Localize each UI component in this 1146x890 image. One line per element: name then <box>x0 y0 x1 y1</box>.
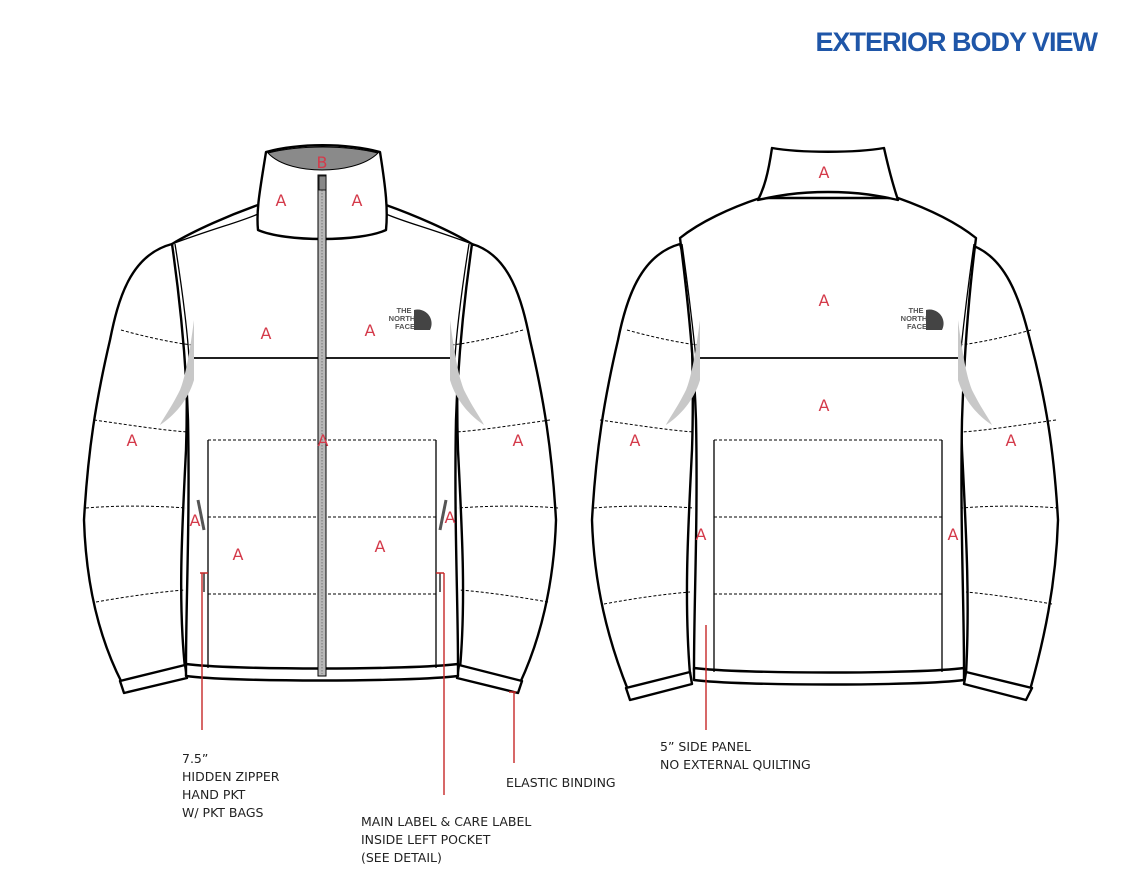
page-title: EXTERIOR BODY VIEW <box>815 27 1098 57</box>
leader-pocket <box>200 572 208 730</box>
front-label-yoke-left: A <box>261 324 272 343</box>
callout-side-panel: 5” SIDE PANEL NO EXTERNAL QUILTING <box>660 739 811 772</box>
svg-text:NORTH: NORTH <box>389 314 416 323</box>
front-left-cuff <box>118 663 189 695</box>
front-collar-lining <box>267 146 379 171</box>
svg-text:INSIDE LEFT POCKET: INSIDE LEFT POCKET <box>361 832 491 847</box>
svg-text:THE: THE <box>909 306 924 315</box>
back-label-collar: A <box>819 163 830 182</box>
front-label-collar-right: A <box>352 191 363 210</box>
svg-text:NORTH: NORTH <box>901 314 928 323</box>
svg-text:ELASTIC BINDING: ELASTIC BINDING <box>506 775 616 790</box>
callout-main-label: MAIN LABEL & CARE LABEL INSIDE LEFT POCK… <box>361 814 531 865</box>
back-label-body: A <box>819 396 830 415</box>
svg-text:5” SIDE PANEL: 5” SIDE PANEL <box>660 739 751 754</box>
back-label-side-left: A <box>696 525 707 544</box>
front-label-sleeve-left: A <box>127 431 138 450</box>
back-right-sleeve <box>960 242 1060 692</box>
callout-elastic: ELASTIC BINDING <box>506 775 616 790</box>
front-label-collar-left: A <box>276 191 287 210</box>
front-left-sleeve <box>82 242 188 685</box>
back-logo: THE NORTH FACE <box>901 306 944 331</box>
svg-text:FACE: FACE <box>395 322 415 331</box>
back-collar <box>756 146 900 202</box>
front-label-side-right: A <box>445 508 456 527</box>
front-label-lower-right: A <box>375 537 386 556</box>
front-view-jacket <box>82 144 559 695</box>
front-right-sleeve <box>456 242 558 685</box>
svg-text:MAIN LABEL & CARE LABEL: MAIN LABEL & CARE LABEL <box>361 814 531 829</box>
back-label-sleeve-right: A <box>1006 431 1017 450</box>
front-right-cuff <box>455 663 524 695</box>
back-view-jacket <box>590 146 1060 702</box>
svg-text:THE: THE <box>397 306 412 315</box>
back-body <box>678 196 978 676</box>
front-label-sleeve-right: A <box>513 431 524 450</box>
front-label-lower-left: A <box>233 545 244 564</box>
callout-pocket: 7.5” HIDDEN ZIPPER HAND PKT W/ PKT BAGS <box>182 751 280 820</box>
front-label-side-left: A <box>190 511 201 530</box>
svg-text:HIDDEN ZIPPER: HIDDEN ZIPPER <box>182 769 280 784</box>
svg-text:(SEE DETAIL): (SEE DETAIL) <box>361 850 442 865</box>
front-label-collar: B <box>317 153 328 172</box>
svg-text:FACE: FACE <box>907 322 927 331</box>
svg-text:NO EXTERNAL QUILTING: NO EXTERNAL QUILTING <box>660 757 811 772</box>
front-label-yoke-right: A <box>365 321 376 340</box>
svg-text:HAND PKT: HAND PKT <box>182 787 246 802</box>
back-label-side-right: A <box>948 525 959 544</box>
front-logo: THE NORTH FACE <box>389 306 432 331</box>
svg-text:W/ PKT BAGS: W/ PKT BAGS <box>182 805 264 820</box>
back-label-sleeve-left: A <box>630 431 641 450</box>
back-label-yoke: A <box>819 291 830 310</box>
leader-main-label <box>436 572 445 795</box>
leader-elastic <box>509 691 516 763</box>
svg-text:7.5”: 7.5” <box>182 751 208 766</box>
front-label-body-center: A <box>318 431 329 450</box>
back-left-sleeve <box>590 242 694 692</box>
